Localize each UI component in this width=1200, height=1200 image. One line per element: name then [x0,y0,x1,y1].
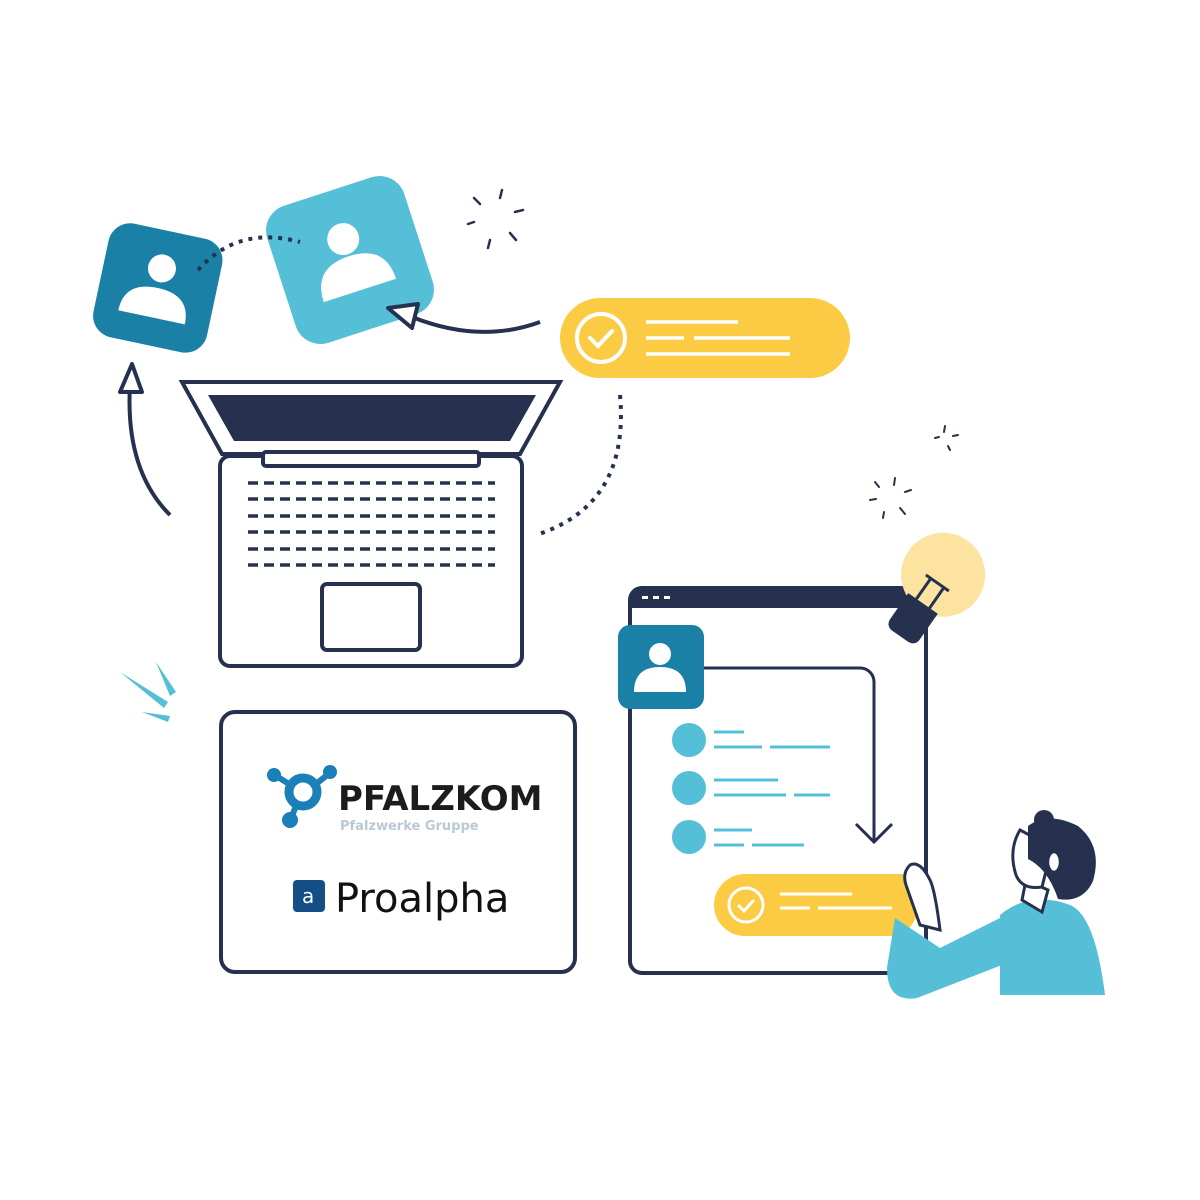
pfalzkom-logo-icon [267,765,337,828]
laptop [178,380,564,668]
user-card-small [618,625,704,709]
lightbulb-icon [888,532,986,644]
dotted-connector-right [535,394,623,537]
list-items [672,723,830,854]
proalpha-mark: a [302,884,314,908]
approval-pill-small [714,874,923,936]
arrow-head-icon [118,362,144,394]
arrow-to-user [411,315,541,334]
sparkle-icon [466,188,525,250]
person-figure [887,810,1105,999]
pfalzkom-name: PFALZKOM [338,779,542,819]
user-card-dark [93,223,223,353]
partner-logo-card [219,710,577,974]
burst-icon [120,662,176,722]
sparkle-icon [869,425,959,519]
dotted-connector-top [196,235,301,272]
arrow-to-dark-user [127,384,172,517]
user-card-light [266,176,434,344]
arrow-head-icon [386,302,420,330]
proalpha-logo-icon [293,880,325,912]
approval-pill [560,298,850,378]
pfalzkom-tagline: Pfalzwerke Gruppe [340,819,479,834]
proalpha-name: Proalpha [335,876,509,922]
